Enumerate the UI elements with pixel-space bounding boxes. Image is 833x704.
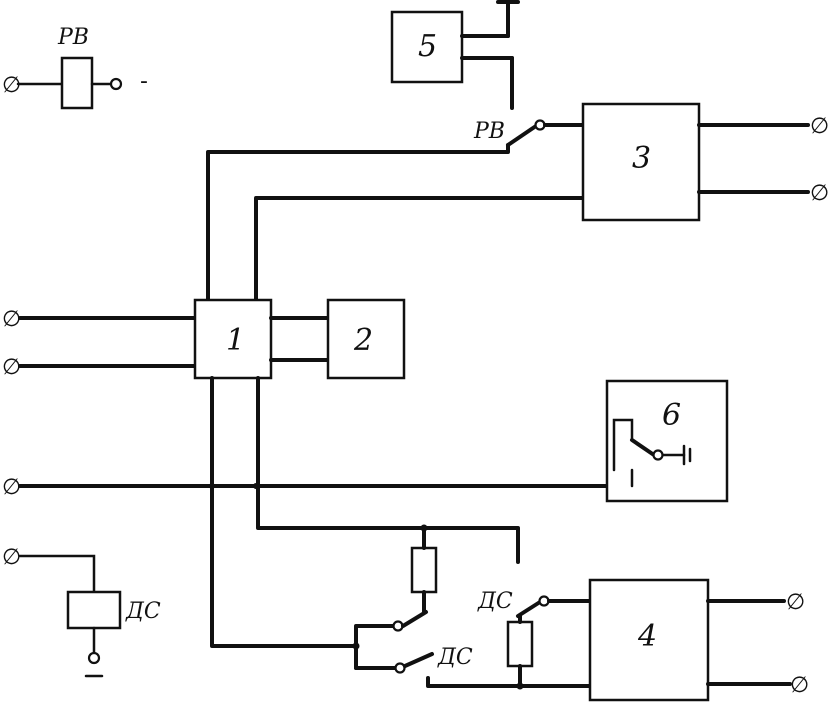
block-6-internal-loop [612, 418, 634, 472]
block-2-label: 2 [353, 323, 373, 358]
block-6-switch-contact [652, 449, 664, 461]
pb-coil-open-terminal [109, 77, 123, 91]
relay-pb-coil-group: ∅ - PB [2, 25, 148, 110]
block-2-group: 2 [326, 298, 406, 380]
lower-switch-contact [394, 662, 406, 674]
dc-coil-open-terminal [87, 651, 101, 665]
block-1 [193, 298, 273, 380]
resistor-lower [506, 620, 534, 668]
block-3-label: 3 [632, 141, 651, 176]
pb-contact-group: PB [206, 119, 585, 302]
pb-switch-blade [506, 124, 538, 147]
dc-contact-upper-label: ДС [477, 589, 513, 614]
wire-lower-return [426, 676, 522, 688]
terminal-block3-bottom: ∅ [810, 181, 829, 206]
wire-switch-branch [354, 624, 396, 670]
terminal-common: ∅ [2, 475, 21, 500]
block-1-label: 1 [226, 323, 245, 358]
terminal-block3-top: ∅ [810, 114, 829, 139]
block-3 [581, 102, 701, 222]
pb-minus-sign: - [140, 69, 148, 94]
terminal-input-1: ∅ [2, 307, 21, 332]
lower-switch-blade [403, 652, 434, 668]
terminal-dc-coil: ∅ [2, 545, 21, 570]
block-5-group: 5 [390, 0, 520, 110]
block-6-group: 6 [605, 379, 729, 503]
wire-block1-down-right [256, 376, 520, 564]
block-1-group: ∅ ∅ 1 [2, 298, 330, 380]
relay-dc-coil-group: ∅ ДС [2, 545, 161, 678]
wire-block1-to-pb [206, 143, 510, 302]
resistor-upper [410, 546, 438, 594]
block-4-label: 4 [637, 619, 657, 654]
terminal-block4-bottom: ∅ [790, 673, 809, 698]
wire-block1-down-left [210, 376, 358, 648]
dc-coil-box [66, 590, 122, 630]
block-4-group: 4 ∅ ∅ [588, 578, 809, 702]
junction-block4-input [516, 682, 524, 690]
resistor-lower-to-block4 [518, 664, 592, 688]
dc-switching-group: ДС ДС [210, 376, 592, 690]
junction-resistor-top [420, 524, 428, 532]
dc-contact-blade [516, 600, 542, 618]
pb-coil-label: PB [57, 25, 89, 50]
block-6-switch-blade [630, 438, 656, 457]
pb-coil-box [60, 56, 94, 110]
common-line-group: ∅ [2, 475, 634, 500]
block-5-label: 5 [418, 29, 437, 64]
block-4 [588, 578, 710, 702]
dc-coil-label: ДС [125, 599, 161, 624]
block-5 [390, 10, 464, 84]
wire-block1-to-block3 [254, 196, 585, 302]
block-6 [605, 379, 729, 503]
upper-switch-blade [401, 610, 428, 628]
block-6-label: 6 [662, 398, 681, 433]
dc-coil-lead-top [18, 554, 96, 594]
terminal-input-2: ∅ [2, 355, 21, 380]
block-2 [326, 298, 406, 380]
terminal-block4-top: ∅ [786, 590, 805, 615]
block-3-group: 3 ∅ ∅ [581, 102, 829, 222]
terminal-pb-coil: ∅ [2, 73, 21, 98]
dc-contact-lower-label: ДС [437, 645, 473, 670]
pb-contact-label: PB [473, 119, 505, 144]
